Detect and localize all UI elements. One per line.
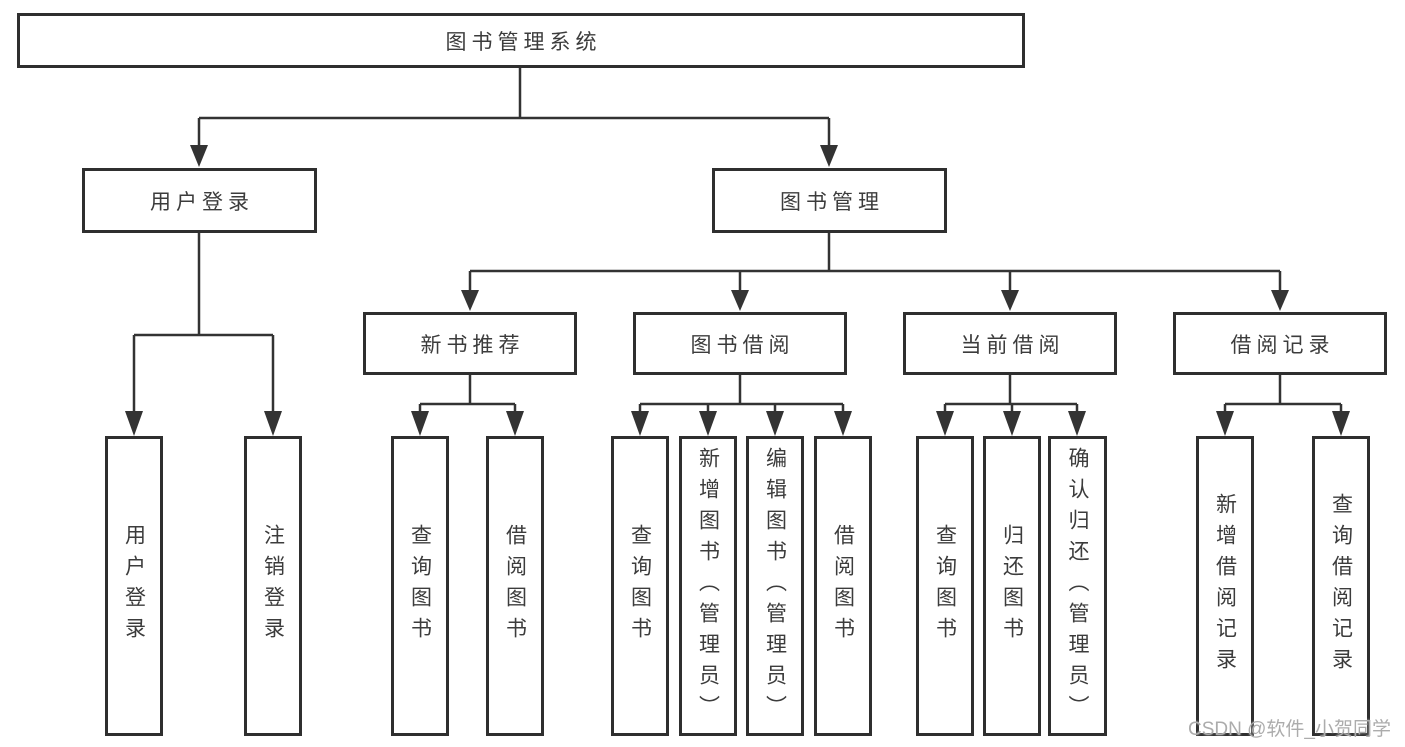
leaf-records-query-record: 查询借阅记录	[1312, 436, 1370, 736]
leaf-user-login-label: 用户登录	[122, 524, 146, 648]
leaf-borrow-borrow-books: 借阅图书	[814, 436, 872, 736]
leaf-borrow-edit-books-admin: 编辑图书（管理员）	[746, 436, 804, 736]
node-borrow-records: 借阅记录	[1173, 312, 1387, 375]
node-book-management: 图书管理	[712, 168, 947, 233]
csdn-watermark: CSDN @软件_小贺同学	[1188, 719, 1391, 740]
leaf-current-confirm-return-admin: 确认归还（管理员）	[1048, 436, 1107, 736]
leaf-current-query-books: 查询图书	[916, 436, 974, 736]
node-borrow-records-label: 借阅记录	[1230, 333, 1335, 357]
leaf-logout-label: 注销登录	[261, 524, 285, 648]
leaf-newbook-query-books: 查询图书	[391, 436, 449, 736]
connector-paths	[132, 68, 1343, 413]
node-user-login-label: 用户登录	[150, 190, 254, 214]
leaf-current-return-books-label: 归还图书	[1000, 524, 1024, 648]
leaf-records-query-record-label: 查询借阅记录	[1329, 493, 1353, 679]
leaf-borrow-add-books-admin-label: 新增图书（管理员）	[696, 446, 720, 726]
node-new-book-recommend-label: 新书推荐	[420, 333, 525, 357]
leaf-borrow-edit-books-admin-label: 编辑图书（管理员）	[763, 446, 787, 726]
leaf-records-add-record: 新增借阅记录	[1196, 436, 1254, 736]
leaf-current-confirm-return-admin-label: 确认归还（管理员）	[1066, 446, 1089, 726]
leaf-records-add-record-label: 新增借阅记录	[1213, 493, 1237, 679]
node-book-borrow-label: 图书借阅	[690, 333, 795, 357]
node-current-borrow: 当前借阅	[903, 312, 1117, 375]
leaf-current-query-books-label: 查询图书	[933, 524, 957, 648]
node-root-library-system: 图书管理系统	[17, 13, 1025, 68]
leaf-newbook-query-books-label: 查询图书	[408, 524, 432, 648]
leaf-borrow-query-books-label: 查询图书	[628, 524, 652, 648]
node-new-book-recommend: 新书推荐	[363, 312, 577, 375]
leaf-borrow-query-books: 查询图书	[611, 436, 669, 736]
leaf-newbook-borrow-books: 借阅图书	[486, 436, 544, 736]
arrowheads	[125, 145, 1350, 436]
leaf-logout: 注销登录	[244, 436, 302, 736]
leaf-user-login: 用户登录	[105, 436, 163, 736]
leaf-borrow-borrow-books-label: 借阅图书	[831, 524, 855, 648]
leaf-borrow-add-books-admin: 新增图书（管理员）	[679, 436, 737, 736]
node-current-borrow-label: 当前借阅	[960, 333, 1065, 357]
leaf-newbook-borrow-books-label: 借阅图书	[503, 524, 527, 648]
leaf-current-return-books: 归还图书	[983, 436, 1041, 736]
node-book-management-label: 图书管理	[780, 190, 884, 214]
node-root-label: 图书管理系统	[445, 30, 602, 54]
node-book-borrow: 图书借阅	[633, 312, 847, 375]
node-user-login: 用户登录	[82, 168, 317, 233]
